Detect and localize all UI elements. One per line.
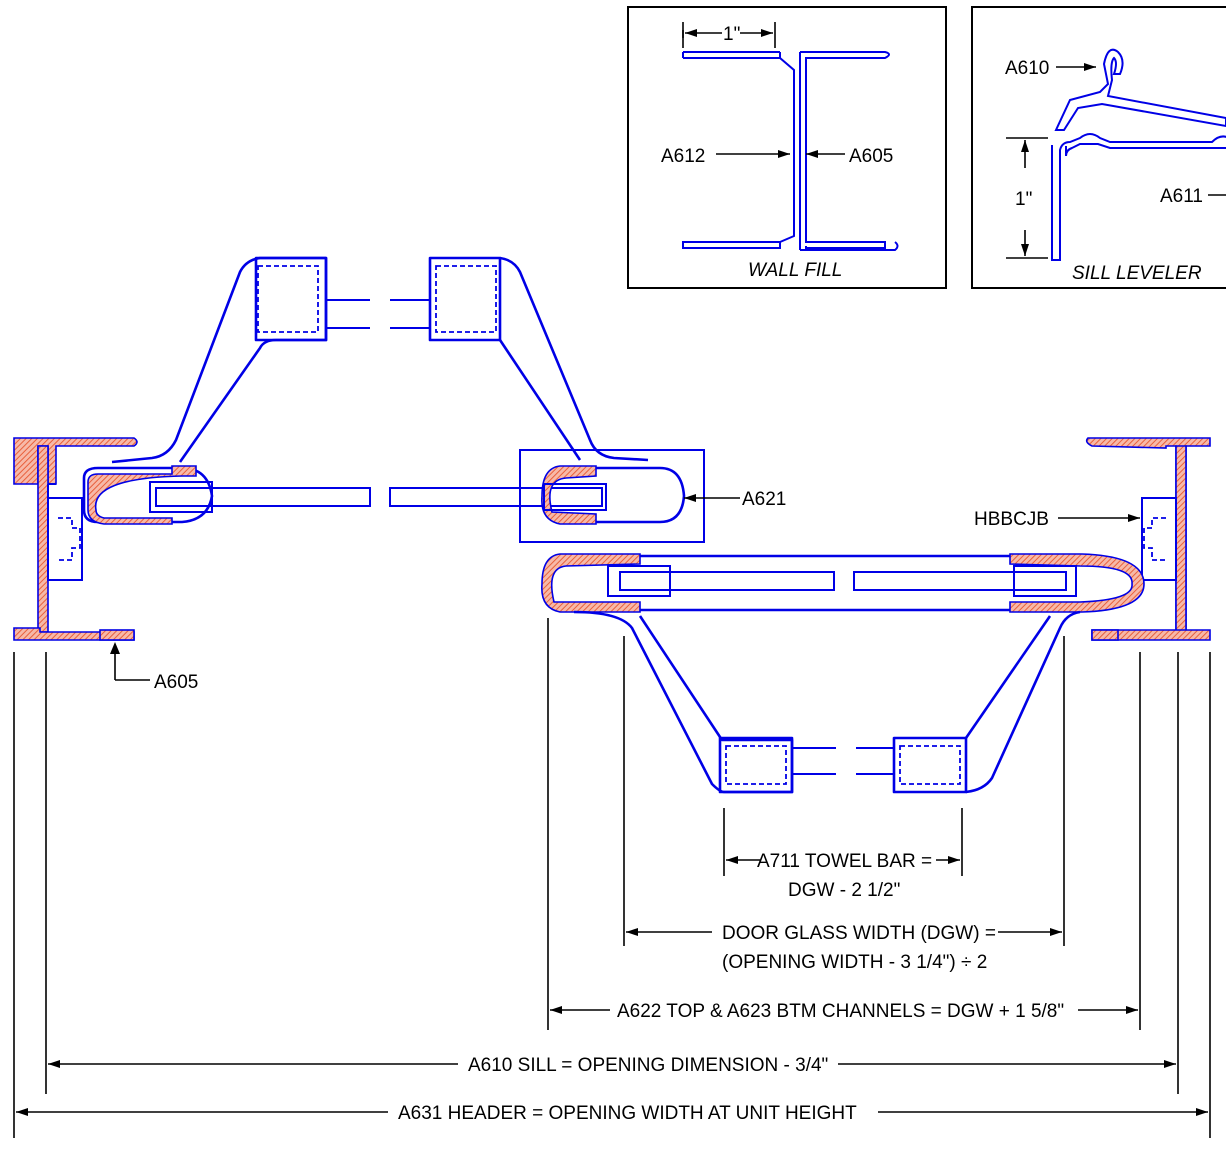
left-top-post — [254, 256, 328, 342]
towel-bar-label-line2: DGW - 2 1/2" — [788, 880, 900, 901]
bottom-left-post-hidden — [725, 745, 787, 785]
right-wall-jamb: HBBCJB — [974, 437, 1211, 641]
dgw-label-line1: DOOR GLASS WIDTH (DGW) = — [722, 923, 996, 944]
wall-fill-top-flange — [682, 51, 890, 249]
callout-a621: A621 — [742, 489, 786, 510]
right-top-post-hidden — [435, 265, 497, 333]
dgw-label-line2: (OPENING WIDTH - 3 1/4") ÷ 2 — [722, 952, 987, 973]
bottom-right-post — [892, 736, 968, 794]
right-top-post — [428, 256, 502, 342]
sill-leveler-inset: A610 A611 1" SILL LEVELER — [971, 6, 1226, 289]
sill-label: A610 SILL = OPENING DIMENSION - 3/4" — [468, 1055, 828, 1076]
left-door-rail — [82, 465, 603, 525]
header-label: A631 HEADER = OPENING WIDTH AT UNIT HEIG… — [398, 1103, 857, 1124]
right-rail-clip-left — [607, 565, 671, 597]
wall-fill-title: WALL FILL — [748, 260, 842, 281]
bottom-right-bracket-inner — [964, 615, 1052, 739]
bottom-right-bracket-arm — [965, 610, 1081, 794]
sill-leveler-callout-a610: A610 — [1005, 58, 1049, 79]
left-top-towel-bar — [111, 256, 649, 464]
right-jamb-web — [1175, 445, 1187, 633]
wall-fill-frame — [627, 6, 947, 289]
left-a605-arrow — [110, 642, 120, 654]
door-glass-width-dimension: DOOR GLASS WIDTH (DGW) = (OPENING WIDTH … — [626, 923, 1062, 973]
sill-dimension: A610 SILL = OPENING DIMENSION - 3/4" — [48, 1055, 1176, 1076]
wall-fill-callout-a612: A612 — [661, 146, 705, 167]
right-rail-gasket-left — [541, 553, 641, 613]
extension-lines — [13, 618, 1211, 1138]
left-rail-glass-clip — [149, 481, 213, 513]
callout-hbbcjb: HBBCJB — [974, 509, 1049, 530]
right-glass-panel-right — [853, 571, 1067, 591]
left-jamb-edge — [47, 483, 56, 498]
sill-leveler-title: SILL LEVELER — [1072, 263, 1202, 284]
left-jamb-web — [37, 445, 49, 633]
channels-dimension: A622 TOP & A623 BTM CHANNELS = DGW + 1 5… — [550, 1001, 1138, 1022]
left-top-bracket-arm — [111, 256, 328, 464]
left-jamb-a605-lip — [99, 629, 135, 641]
wall-fill-callout-a605: A605 — [849, 146, 893, 167]
bottom-left-post — [718, 736, 794, 794]
sill-leveler-dim-label: 1" — [1015, 189, 1032, 210]
channels-label: A622 TOP & A623 BTM CHANNELS = DGW + 1 5… — [617, 1001, 1064, 1022]
right-wall-bumper-hidden — [1143, 517, 1166, 561]
sill-leveler-frame — [971, 6, 1226, 289]
left-rail-gasket — [87, 465, 197, 525]
left-wall-jamb: A605 — [13, 437, 198, 693]
left-glass-panel-left — [155, 487, 371, 507]
wall-fill-inset: 1" A612 A605 WALL FILL — [627, 6, 947, 289]
bottom-left-bracket-arm — [573, 610, 794, 794]
right-rail-clip-right — [1013, 565, 1077, 597]
left-glass-panel-right — [389, 487, 603, 507]
center-stile-clip — [543, 483, 607, 511]
right-jamb-lip — [1091, 629, 1119, 641]
right-top-bracket-arm — [499, 256, 649, 462]
left-wall-bumper-block — [47, 497, 83, 581]
right-top-bracket-inner — [498, 339, 582, 461]
wall-fill-dim-label: 1" — [723, 24, 740, 45]
center-stile-frame — [519, 449, 705, 543]
towel-bar-label-line1: A711 TOWEL BAR = — [757, 851, 932, 872]
right-wall-bumper-block — [1141, 497, 1177, 581]
towel-bar-dimension: A711 TOWEL BAR = DGW - 2 1/2" — [726, 851, 960, 901]
header-dimension: A631 HEADER = OPENING WIDTH AT UNIT HEIG… — [16, 1103, 1208, 1124]
bottom-right-post-hidden — [899, 745, 961, 785]
center-stile-a621: A621 — [519, 449, 786, 543]
center-stile-gasket — [541, 465, 597, 525]
right-door-rail — [541, 553, 1145, 613]
left-top-post-hidden — [257, 265, 319, 333]
left-callout-a605: A605 — [154, 672, 198, 693]
left-wall-bumper-hidden — [58, 517, 81, 561]
bottom-towel-bar — [573, 610, 1081, 794]
sill-leveler-profile — [1051, 133, 1226, 261]
right-glass-panel-left — [619, 571, 835, 591]
sill-leveler-callout-a611: A611 — [1160, 186, 1203, 207]
wall-fill-web — [682, 52, 899, 251]
sill-leveler-a610-profile — [1054, 48, 1226, 131]
